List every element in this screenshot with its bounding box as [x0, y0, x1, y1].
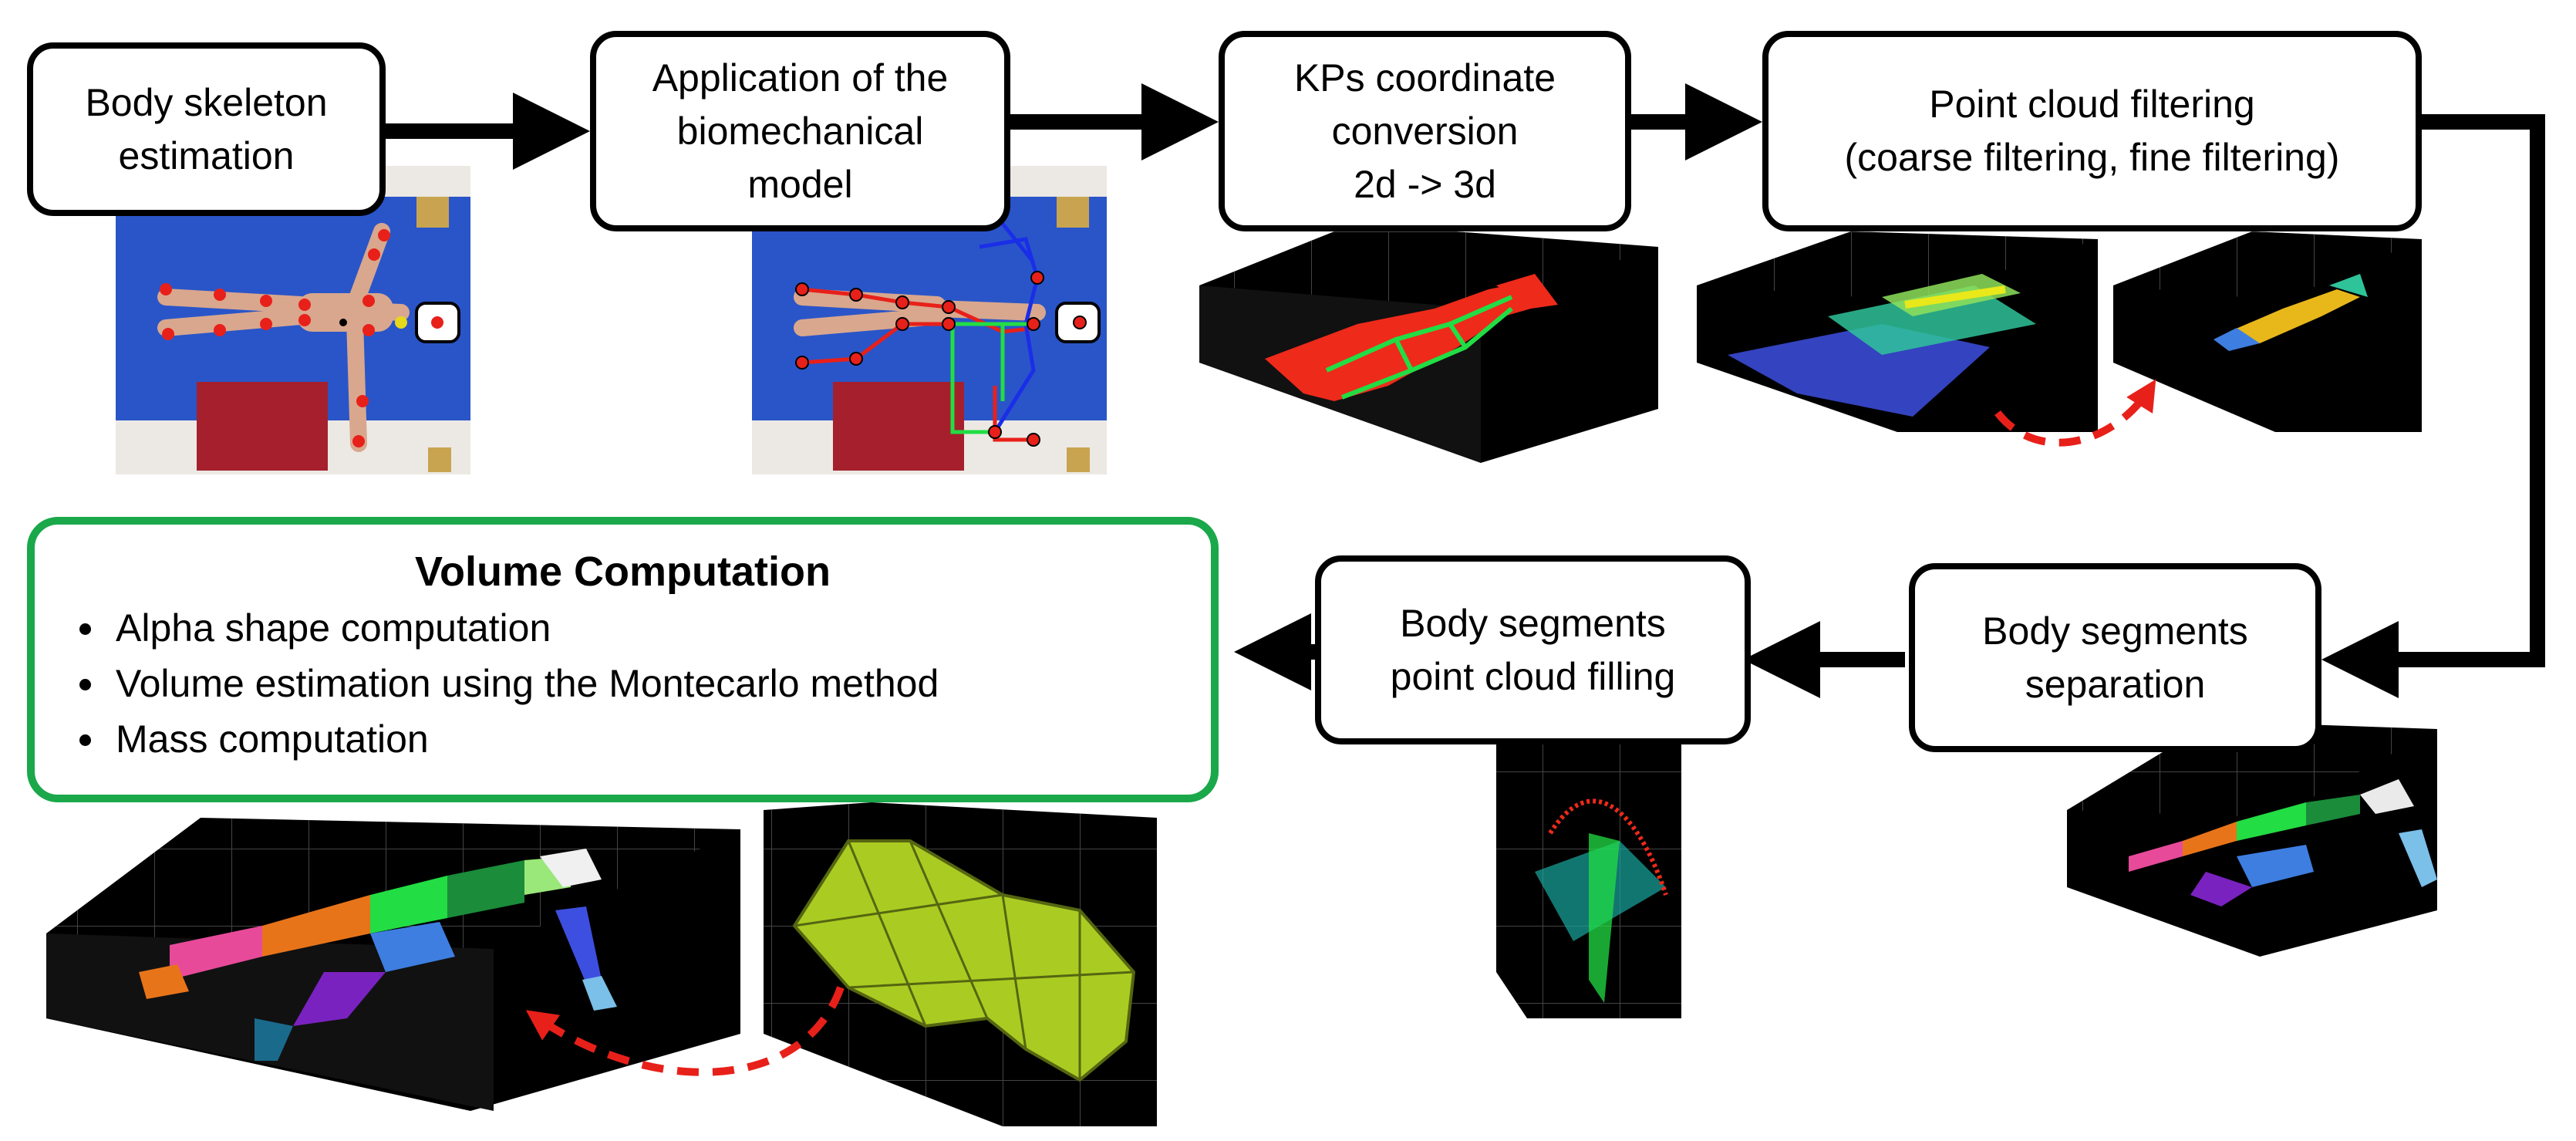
step-body-skeleton-line1: Body skeleton: [85, 80, 328, 124]
filling-plot: [1496, 733, 1681, 1018]
volume-computation-box: Volume Computation Alpha shape computati…: [27, 517, 1219, 802]
kps-3d-plot: [1199, 224, 1658, 463]
step-body-skeleton-line2: estimation: [118, 133, 295, 177]
flow-arrows: [386, 83, 2545, 698]
coarse-filter-plot: [1697, 231, 2098, 432]
step-biomech-line2: biomechanical: [676, 109, 924, 153]
volume-bullet-montecarlo: Volume estimation using the Montecarlo m…: [108, 656, 1180, 711]
step-filtering-line1: Point cloud filtering: [1929, 83, 2255, 126]
step-point-cloud-filling: Body segments point cloud filling: [1315, 555, 1751, 744]
step-kps-line2: conversion: [1331, 109, 1519, 153]
separation-plot: [2067, 721, 2437, 957]
step-segments-separation: Body segments separation: [1909, 563, 2321, 752]
alpha-shape-plot: [764, 802, 1157, 1126]
step-biomechanical-model: Application of the biomechanical model: [590, 31, 1010, 231]
step-biomech-line1: Application of the: [652, 56, 949, 100]
volume-title: Volume Computation: [415, 549, 831, 595]
step-kps-conversion: KPs coordinate conversion 2d -> 3d: [1219, 31, 1631, 231]
step-point-cloud-filtering: Point cloud filtering (coarse filtering,…: [1762, 31, 2422, 231]
step-kps-line1: KPs coordinate: [1293, 56, 1556, 100]
dashed-arrow-mesh-to-body: [525, 986, 845, 1076]
volume-bullet-list: Alpha shape computation Volume estimatio…: [66, 600, 1180, 767]
skeleton-photo: [116, 166, 470, 474]
step-kps-line3: 2d -> 3d: [1354, 162, 1496, 206]
volume-body-plot: [46, 818, 740, 1111]
volume-bullet-alpha: Alpha shape computation: [108, 600, 1180, 656]
step-separation-line1: Body segments: [1982, 609, 2248, 653]
step-filling-line1: Body segments: [1400, 601, 1666, 645]
step-filtering-line2: (coarse filtering, fine filtering): [1844, 136, 2340, 179]
arrow-filtering-to-separation: [2321, 114, 2545, 698]
fine-filter-plot: [2113, 231, 2422, 432]
volume-bullet-mass: Mass computation: [108, 711, 1180, 767]
step-filling-line2: point cloud filling: [1390, 654, 1676, 698]
step-biomech-line3: model: [747, 162, 853, 206]
step-separation-line2: separation: [2025, 662, 2206, 706]
step-body-skeleton: Body skeleton estimation: [27, 42, 386, 216]
dashed-arrow-coarse-to-fine: [1994, 379, 2156, 447]
